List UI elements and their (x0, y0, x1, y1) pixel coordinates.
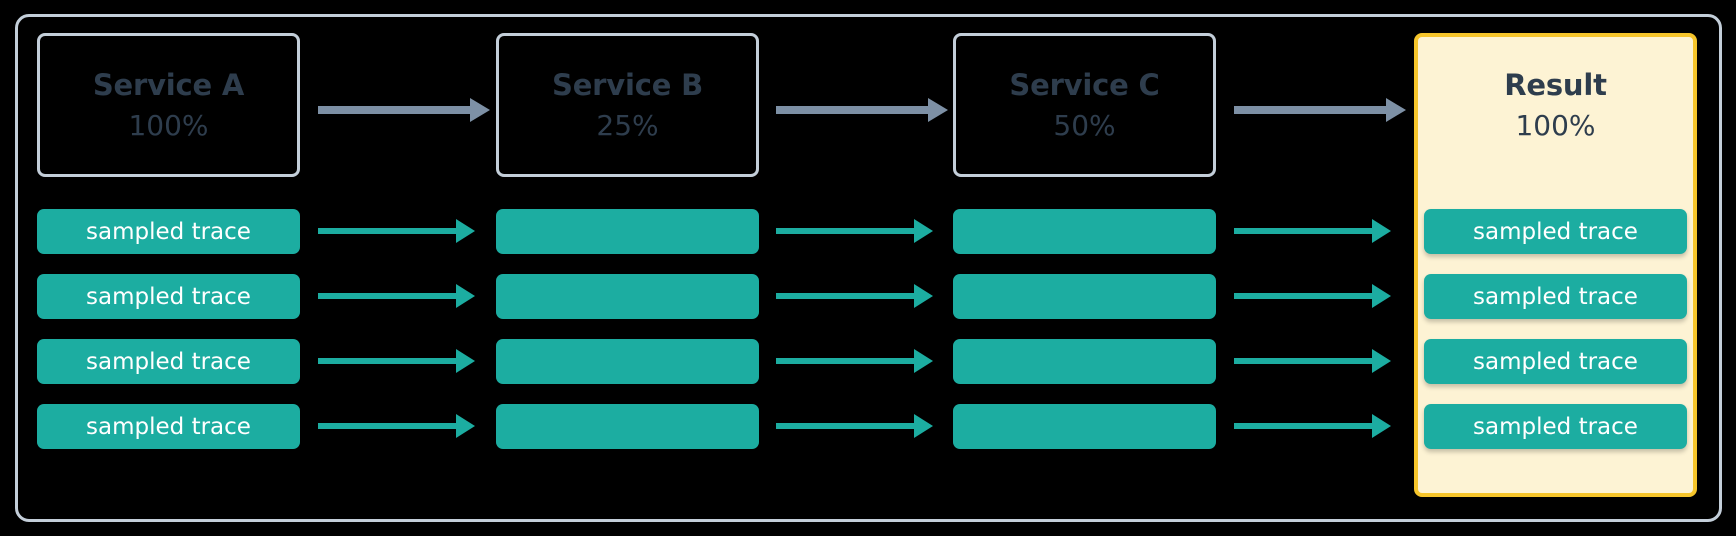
arrow-trace-4-c-to-result (1234, 414, 1392, 438)
service-c-percent: 50% (1053, 108, 1116, 142)
trace-bar-label: sampled trace (86, 413, 251, 440)
arrow-shaft (776, 358, 916, 364)
trace-bar-result-3[interactable]: sampled trace (1424, 339, 1687, 384)
arrow-trace-3-a-to-b (318, 349, 476, 373)
arrow-trace-4-a-to-b (318, 414, 476, 438)
arrow-trace-3-c-to-result (1234, 349, 1392, 373)
arrow-shaft (1234, 358, 1374, 364)
arrow-head-icon (914, 284, 933, 308)
trace-bar-a-1[interactable]: sampled trace (37, 209, 300, 254)
arrow-head-icon (914, 219, 933, 243)
trace-bar-label: sampled trace (86, 218, 251, 245)
arrow-head-icon (1372, 284, 1391, 308)
service-box-b[interactable]: Service B 25% (496, 33, 759, 177)
arrow-head-icon (456, 349, 475, 373)
arrow-head-icon (456, 284, 475, 308)
trace-bar-label: sampled trace (86, 348, 251, 375)
trace-bar-label: sampled trace (1473, 283, 1638, 310)
trace-bar-c-3[interactable] (953, 339, 1216, 384)
arrow-shaft (318, 106, 472, 114)
arrow-shaft (318, 228, 458, 234)
arrow-service-a-to-b (318, 98, 490, 122)
trace-bar-b-2[interactable] (496, 274, 759, 319)
arrow-head-icon (928, 98, 948, 122)
trace-bar-label: sampled trace (86, 283, 251, 310)
trace-bar-c-1[interactable] (953, 209, 1216, 254)
arrow-head-icon (456, 414, 475, 438)
trace-bar-label: sampled trace (1473, 348, 1638, 375)
trace-bar-label: sampled trace (1473, 218, 1638, 245)
service-box-c[interactable]: Service C 50% (953, 33, 1216, 177)
arrow-shaft (1234, 423, 1374, 429)
arrow-service-c-to-result (1234, 98, 1406, 122)
trace-bar-b-4[interactable] (496, 404, 759, 449)
arrow-trace-1-b-to-c (776, 219, 934, 243)
service-b-percent: 25% (596, 108, 659, 142)
trace-bar-result-4[interactable]: sampled trace (1424, 404, 1687, 449)
trace-bar-b-3[interactable] (496, 339, 759, 384)
service-box-a[interactable]: Service A 100% (37, 33, 300, 177)
arrow-service-b-to-c (776, 98, 948, 122)
trace-bar-label: sampled trace (1473, 413, 1638, 440)
arrow-trace-2-b-to-c (776, 284, 934, 308)
arrow-trace-2-c-to-result (1234, 284, 1392, 308)
arrow-shaft (1234, 106, 1388, 114)
service-a-percent: 100% (128, 108, 209, 142)
arrow-trace-3-b-to-c (776, 349, 934, 373)
arrow-head-icon (1372, 414, 1391, 438)
trace-bar-c-4[interactable] (953, 404, 1216, 449)
trace-bar-a-2[interactable]: sampled trace (37, 274, 300, 319)
arrow-shaft (776, 423, 916, 429)
arrow-shaft (776, 228, 916, 234)
arrow-shaft (776, 293, 916, 299)
arrow-trace-2-a-to-b (318, 284, 476, 308)
trace-bar-a-4[interactable]: sampled trace (37, 404, 300, 449)
arrow-head-icon (1372, 349, 1391, 373)
service-c-title: Service C (1009, 67, 1160, 102)
arrow-shaft (318, 358, 458, 364)
arrow-trace-1-c-to-result (1234, 219, 1392, 243)
arrow-head-icon (470, 98, 490, 122)
arrow-head-icon (1372, 219, 1391, 243)
trace-bar-result-1[interactable]: sampled trace (1424, 209, 1687, 254)
arrow-head-icon (456, 219, 475, 243)
arrow-trace-1-a-to-b (318, 219, 476, 243)
arrow-trace-4-b-to-c (776, 414, 934, 438)
arrow-head-icon (914, 349, 933, 373)
trace-bar-a-3[interactable]: sampled trace (37, 339, 300, 384)
arrow-shaft (318, 293, 458, 299)
arrow-head-icon (1386, 98, 1406, 122)
arrow-shaft (1234, 228, 1374, 234)
service-a-title: Service A (92, 67, 245, 102)
trace-bar-result-2[interactable]: sampled trace (1424, 274, 1687, 319)
arrow-shaft (776, 106, 930, 114)
service-b-title: Service B (552, 67, 703, 102)
arrow-head-icon (914, 414, 933, 438)
arrow-shaft (1234, 293, 1374, 299)
trace-bar-c-2[interactable] (953, 274, 1216, 319)
trace-bar-b-1[interactable] (496, 209, 759, 254)
arrow-shaft (318, 423, 458, 429)
